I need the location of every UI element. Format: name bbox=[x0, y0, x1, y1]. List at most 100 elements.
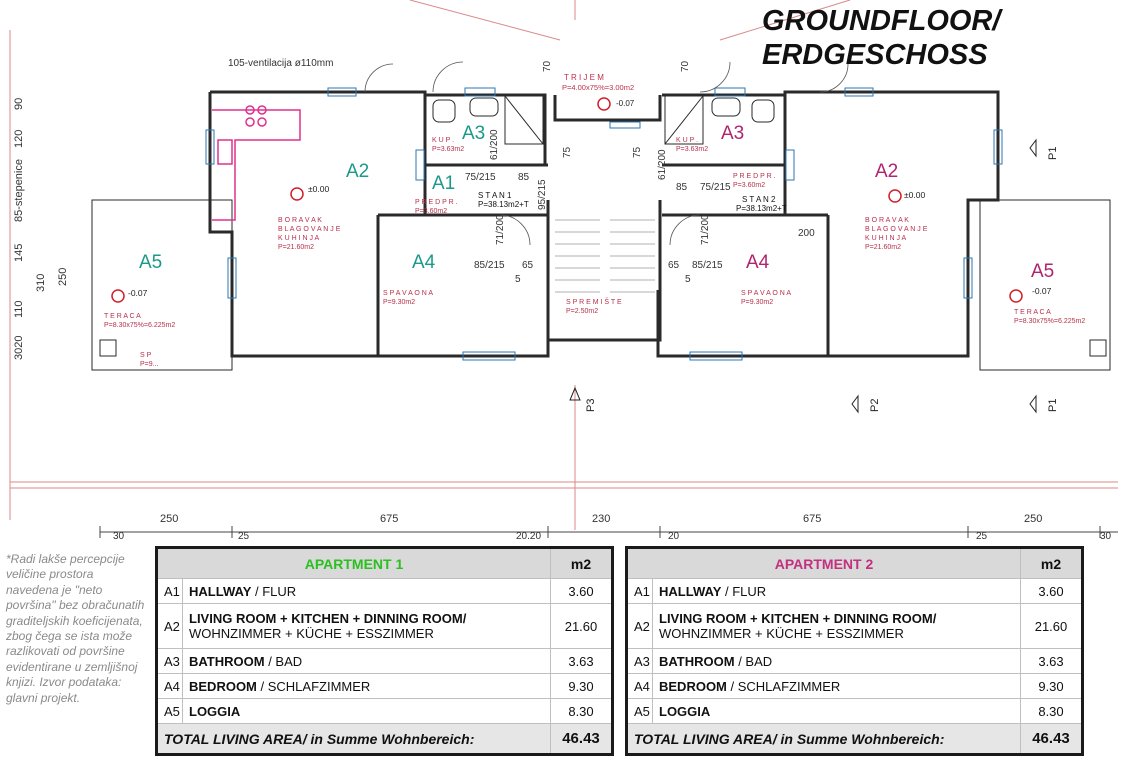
row-code: A4 bbox=[156, 673, 183, 699]
dim-20-right: 20 bbox=[668, 531, 680, 542]
row-label-rest: / BAD bbox=[264, 653, 303, 669]
spavaona-left: S P A V A O N A bbox=[383, 290, 433, 297]
kup-right: K U P . bbox=[676, 137, 698, 144]
row-value: 8.30 bbox=[550, 698, 613, 724]
dim-310: 310 bbox=[35, 274, 47, 292]
code-a5-left: A5 bbox=[139, 252, 162, 273]
row-label-bold: HALLWAY bbox=[659, 583, 722, 599]
top-labels: 105-ventilacija ø110mm 70 70 T R I J E M… bbox=[228, 58, 691, 108]
row-label-bold: BEDROOM bbox=[189, 678, 257, 694]
blagovanje-left: B L A G O V A N J E bbox=[278, 226, 341, 233]
blagovanje-right: B L A G O V A N J E bbox=[865, 226, 928, 233]
row-label: LOGGIA bbox=[652, 698, 1021, 724]
table-row: A2 LIVING ROOM + KITCHEN + DINNING ROOM/… bbox=[626, 603, 1083, 649]
table-row: A4 BEDROOM / SCHLAFZIMMER 9.30 bbox=[156, 673, 613, 699]
stan-texts: S T A N 1 P=38.13m2+T S T A N 2 P=38.13m… bbox=[478, 191, 787, 213]
row-code: A1 bbox=[156, 578, 183, 604]
dim-675-left: 675 bbox=[380, 513, 398, 525]
row-label-bold: BATHROOM bbox=[659, 653, 735, 669]
section-p2: P2 bbox=[869, 399, 881, 412]
level-right: ±0.00 bbox=[904, 190, 925, 200]
title-line-2: ERDGESCHOSS bbox=[762, 39, 988, 71]
door-dim-13: 75 bbox=[562, 146, 573, 158]
stan1-label: S T A N 1 bbox=[478, 191, 512, 200]
row-label-rest: / BAD bbox=[734, 653, 773, 669]
dim-230: 230 bbox=[592, 513, 610, 525]
stan2-area: P=38.13m2+T bbox=[736, 204, 787, 213]
floor-plan: 90 120 85-stepenice 145 310 250 110 3020 bbox=[9, 0, 1118, 542]
dim-25-right: 25 bbox=[976, 531, 988, 542]
row-code: A3 bbox=[156, 648, 183, 674]
dim-250: 250 bbox=[57, 268, 69, 286]
stan1-area: P=38.13m2+T bbox=[478, 200, 529, 209]
kuhinja-right: K U H I N J A bbox=[865, 235, 907, 242]
total-label: TOTAL LIVING AREA/ in Summe Wohnbereich: bbox=[156, 723, 551, 755]
terace-right: T E R A C A bbox=[1014, 309, 1051, 316]
walls bbox=[208, 90, 1000, 358]
dim-120: 120 bbox=[13, 130, 25, 148]
room-codes-left: A2 A1 A3 A4 A5 bbox=[139, 123, 485, 273]
door-dim-9: 85/215 bbox=[692, 260, 723, 271]
boravak-area-left: P=21.60m2 bbox=[278, 244, 314, 251]
boravak-right: B O R A V A K bbox=[865, 217, 909, 224]
code-a5-right: A5 bbox=[1031, 261, 1054, 282]
dim-30-left: 30 bbox=[113, 531, 125, 542]
row-value: 9.30 bbox=[550, 673, 613, 699]
code-a4-right: A4 bbox=[746, 252, 770, 273]
row-label-bold: LIVING ROOM + KITCHEN + DINNING ROOM/ bbox=[659, 611, 937, 626]
door-dim-18: 61/200 bbox=[657, 149, 668, 180]
row-label: BATHROOM / BAD bbox=[182, 648, 551, 674]
spremiste: S P R E M I Š T E bbox=[566, 297, 622, 306]
code-a1-left: A1 bbox=[432, 173, 455, 194]
dim-70-right: 70 bbox=[680, 60, 691, 72]
row-label-rest: WOHNZIMMER + KÜCHE + ESSZIMMER bbox=[659, 626, 904, 641]
row-code: A4 bbox=[626, 673, 653, 699]
row-label-bold: BEDROOM bbox=[659, 678, 727, 694]
row-label: HALLWAY / FLUR bbox=[652, 578, 1021, 604]
trijem-area: P=4.00x75%=3.00m2 bbox=[562, 83, 634, 92]
sp-area: P=9... bbox=[140, 361, 159, 368]
row-label-bold: LOGGIA bbox=[189, 703, 241, 719]
level-labels: ±0.00 ±0.00 -0.07 -0.07 bbox=[128, 184, 1052, 298]
row-label-bold: HALLWAY bbox=[189, 583, 252, 599]
table-row: A4 BEDROOM / SCHLAFZIMMER 9.30 bbox=[626, 673, 1083, 699]
apartment-2-title: APARTMENT 2 bbox=[626, 547, 1021, 579]
row-label-rest: / SCHLAFZIMMER bbox=[726, 678, 841, 694]
section-markers: P3 P2 P1 P1 bbox=[585, 147, 1059, 412]
ventilation-label: 105-ventilacija ø110mm bbox=[228, 58, 333, 69]
row-label: BEDROOM / SCHLAFZIMMER bbox=[182, 673, 551, 699]
dim-250-left: 250 bbox=[160, 513, 178, 525]
sp-label: S P bbox=[140, 352, 152, 359]
boravak-left: B O R A V A K bbox=[278, 217, 322, 224]
code-a3-left: A3 bbox=[462, 123, 485, 144]
total-value: 46.43 bbox=[1020, 723, 1083, 755]
dim-90: 90 bbox=[13, 98, 25, 110]
row-code: A5 bbox=[626, 698, 653, 724]
total-row: TOTAL LIVING AREA/ in Summe Wohnbereich:… bbox=[156, 723, 613, 755]
stairs bbox=[555, 219, 655, 293]
table-header: APARTMENT 2 m2 bbox=[626, 547, 1083, 579]
dim-25-left: 25 bbox=[238, 531, 250, 542]
apartment-1-table: APARTMENT 1 m2 A1 HALLWAY / FLUR 3.60 A2… bbox=[155, 546, 614, 756]
level-markers bbox=[111, 97, 1023, 303]
total-value: 46.43 bbox=[550, 723, 613, 755]
bottom-dims: 250 675 230 675 250 30 25 20.20 20 25 30 bbox=[113, 513, 1112, 542]
table-row: A3 BATHROOM / BAD 3.63 bbox=[156, 648, 613, 674]
apartment-1-title: APARTMENT 1 bbox=[156, 547, 551, 579]
row-label-bold: BATHROOM bbox=[189, 653, 265, 669]
door-dim-16: 71/200 bbox=[700, 214, 711, 245]
plan-frame bbox=[9, 0, 1118, 530]
row-code: A2 bbox=[626, 603, 653, 649]
row-value: 21.60 bbox=[1020, 603, 1083, 649]
boravak-area-right: P=21.60m2 bbox=[865, 244, 901, 251]
terraces bbox=[91, 199, 1111, 371]
table-row: A5 LOGGIA 8.30 bbox=[156, 698, 613, 724]
row-label-rest: / FLUR bbox=[251, 583, 297, 599]
row-value: 8.30 bbox=[1020, 698, 1083, 724]
row-label: LIVING ROOM + KITCHEN + DINNING ROOM/WOH… bbox=[182, 603, 551, 649]
row-label-rest: / SCHLAFZIMMER bbox=[256, 678, 371, 694]
row-code: A1 bbox=[626, 578, 653, 604]
row-label-bold: LOGGIA bbox=[659, 703, 711, 719]
door-dim-14: 75 bbox=[632, 146, 643, 158]
predpr-area-right: P=3.60m2 bbox=[733, 182, 765, 189]
